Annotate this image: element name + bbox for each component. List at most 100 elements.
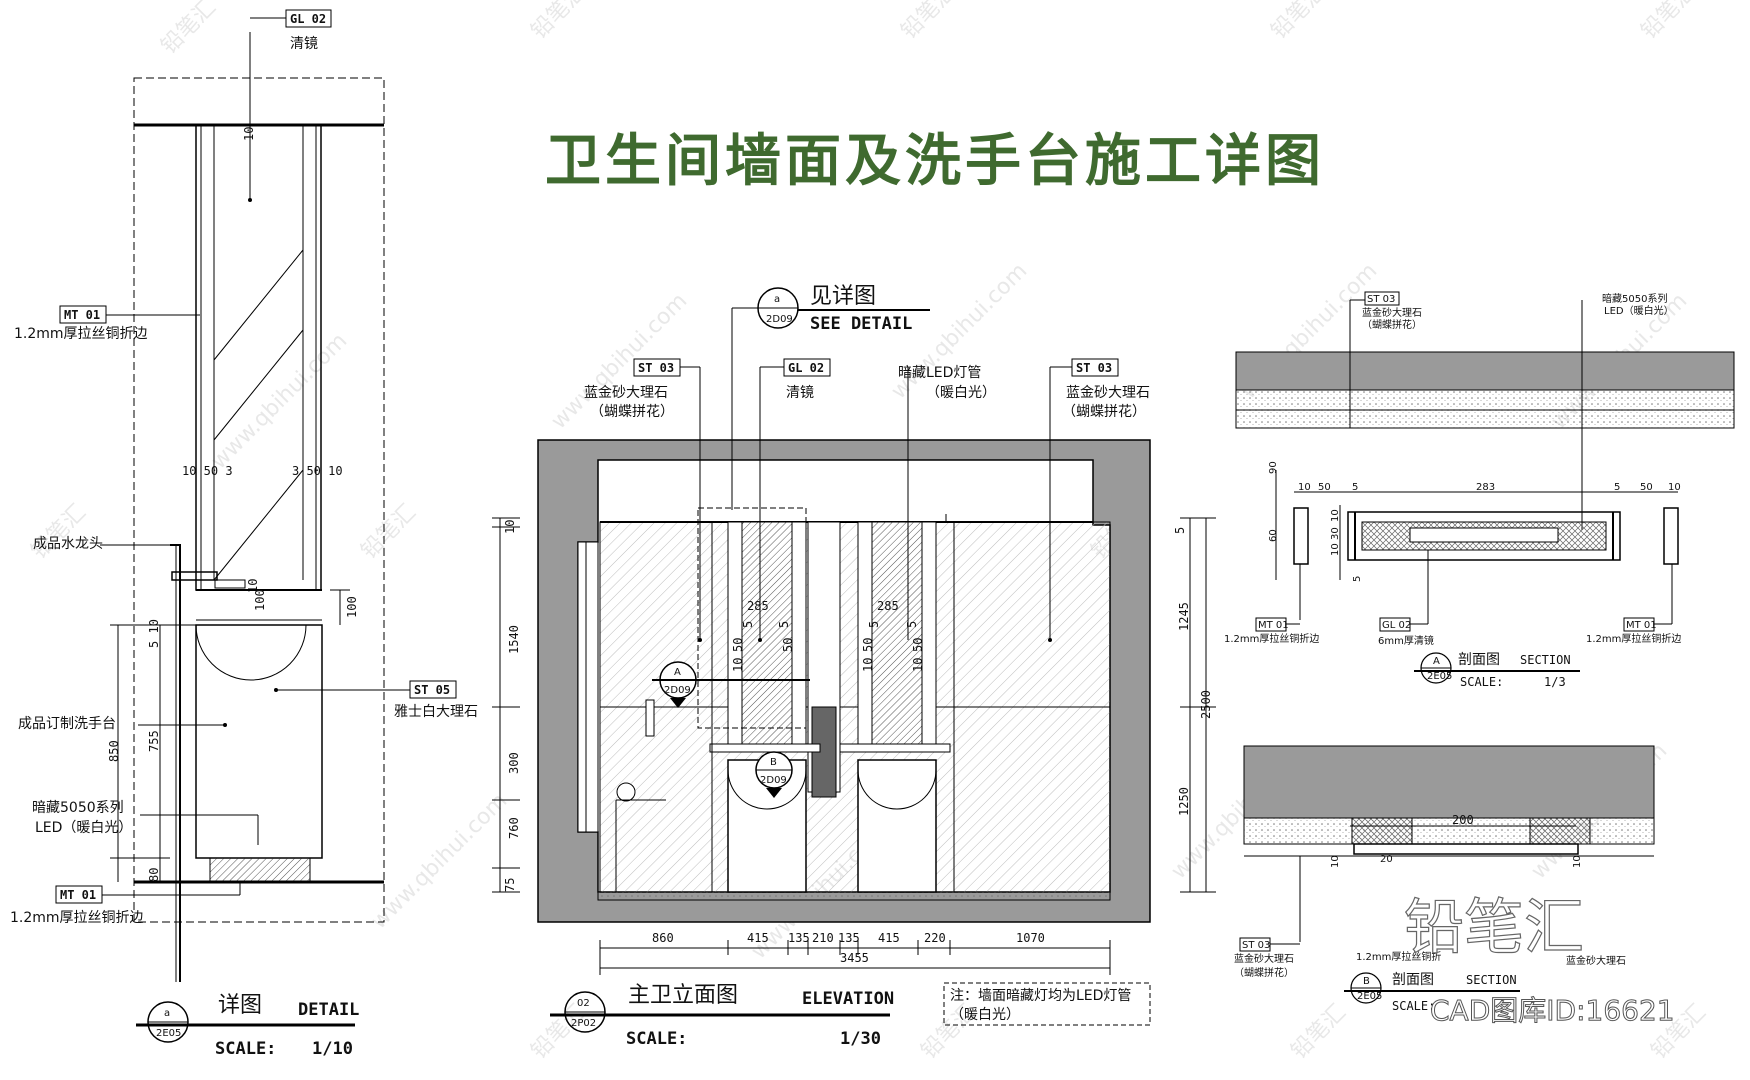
drawing-line xyxy=(171,571,218,581)
drawing-label: 80 xyxy=(147,868,161,882)
drawing-line xyxy=(616,782,636,802)
drawing-label: 50 xyxy=(1318,482,1331,493)
drawing-line xyxy=(1409,527,1559,543)
page-title: 卫生间墙面及洗手台施工详图 xyxy=(545,129,1325,194)
label-vanity: 成品订制洗手台 xyxy=(18,716,116,732)
detail-view: GL 02 清镜 10 MT 01 1.2mm厚拉丝铜折边 10 50 3 3 … xyxy=(10,9,478,1059)
drawing-line xyxy=(857,769,937,810)
detail-boundary xyxy=(133,77,385,923)
drawing-label: 75 xyxy=(503,878,517,892)
drawing-line xyxy=(670,698,686,708)
drawing-line xyxy=(195,624,307,681)
drawing-label: 10 xyxy=(1330,543,1341,556)
drawing-line xyxy=(1364,291,1400,306)
drawing-label: （蝴蝶拼花） xyxy=(1234,966,1294,979)
tag-st03-right: ST 03 xyxy=(1076,361,1112,375)
drawing-label: 蓝金砂大理石 xyxy=(584,385,668,401)
drawing-label: A xyxy=(1433,656,1440,667)
label-mirror: 清镜 xyxy=(290,36,318,52)
label-copper-bottom: 1.2mm厚拉丝铜折边 xyxy=(10,910,144,926)
label-copper-top: 1.2mm厚拉丝铜折边 xyxy=(14,326,148,342)
drawing-label: 850 xyxy=(107,740,121,762)
drawing-line xyxy=(943,982,1151,1026)
drawing-label: 1.2mm厚拉丝铜折边 xyxy=(1224,632,1319,645)
watermark-brand: 铅笔汇 xyxy=(527,0,591,44)
drawing-label: 02 xyxy=(577,998,590,1009)
drawing-label: 2E05 xyxy=(1427,671,1452,682)
drawing-label: 2E05 xyxy=(156,1028,181,1039)
drawing-label: 5 xyxy=(1614,482,1620,493)
watermark-brand: 铅笔汇 xyxy=(1287,1000,1351,1064)
drawing-line xyxy=(766,788,782,798)
drawing-label: 300 xyxy=(507,752,521,774)
drawing-label: 50 xyxy=(781,638,795,652)
drawing-label: 10 xyxy=(1572,855,1583,868)
drawing-label: 10 xyxy=(1330,855,1341,868)
elevation-caption-scale: 1/30 xyxy=(840,1029,881,1049)
drawing-line xyxy=(698,638,702,642)
drawing-line xyxy=(213,469,304,581)
drawing-label: SCALE: xyxy=(1392,999,1435,1013)
section-b-caption-cn: 剖面图 xyxy=(1392,972,1434,988)
drawing-label: ST 03 xyxy=(1367,294,1395,305)
drawing-label: SCALE: xyxy=(215,1039,276,1059)
drawing-label: 蓝金砂大理石 xyxy=(1234,952,1294,965)
drawing-label: 10 xyxy=(861,658,875,672)
drawing-label: 2D09 xyxy=(766,314,793,325)
tag-mt01-bottom: MT 01 xyxy=(60,888,96,902)
drawing-label: 220 xyxy=(924,931,946,945)
watermark-brand: 铅笔汇 xyxy=(357,500,421,564)
drawing-label: 860 xyxy=(652,931,674,945)
drawing-line xyxy=(597,891,1111,901)
drawing-label: 60 xyxy=(1268,529,1279,542)
drawing-line xyxy=(213,249,304,361)
watermark-brand: 铅笔汇 xyxy=(27,500,91,564)
drawing-label: MT 01 xyxy=(1626,620,1657,631)
drawing-line xyxy=(1351,817,1413,845)
drawing-label: 285 xyxy=(747,599,769,613)
drawing-line xyxy=(1529,817,1591,845)
drawing-line xyxy=(727,759,807,893)
drawing-label: 10 xyxy=(911,658,925,672)
mirror-frame xyxy=(195,124,322,591)
drawing-line xyxy=(1663,507,1679,565)
drawing-label: 1.2mm厚拉丝铜折 xyxy=(1356,950,1441,963)
drawing-label: 50 xyxy=(911,638,925,652)
section-a-caption-cn: 剖面图 xyxy=(1458,652,1500,668)
tag-gl02-elev: GL 02 xyxy=(788,361,824,375)
drawing-label: 5 10 xyxy=(147,619,161,648)
drawing-line xyxy=(1293,507,1309,565)
drawing-label: 5 xyxy=(741,621,755,628)
tag-st03-left: ST 03 xyxy=(638,361,674,375)
drawing-line xyxy=(209,857,311,883)
drawing-label: 135 xyxy=(788,931,810,945)
drawing-label: MT 01 xyxy=(1258,620,1289,631)
drawing-line xyxy=(409,680,457,699)
drawing-line xyxy=(857,759,937,893)
drawing-label: 5 xyxy=(1352,576,1363,582)
drawing-line xyxy=(170,544,181,982)
drawing-label: 755 xyxy=(147,730,161,752)
bottom-dimensions: 860 415 135 210 135 415 220 1070 3455 xyxy=(599,931,1111,975)
watermark: www.qbihui.com xyxy=(367,789,513,935)
drawing-label: 3455 xyxy=(840,951,869,965)
vanity-cabinet xyxy=(195,624,323,859)
drawing-line xyxy=(1353,843,1579,855)
drawing-label: 20 xyxy=(1380,854,1393,865)
drawing-line xyxy=(758,638,762,642)
drawing-label: 1540 xyxy=(507,625,521,654)
drawing-label: 暗藏LED灯管 xyxy=(898,365,981,381)
drawing-line xyxy=(1243,817,1655,845)
drawing-label: GL 02 xyxy=(1382,620,1411,631)
drawing-label: 30 xyxy=(1330,527,1341,540)
tag-st05: ST 05 xyxy=(414,683,450,697)
drawing-label: 3 50 10 xyxy=(292,464,343,478)
drawing-label: ST 03 xyxy=(1242,940,1270,951)
drawing-label: 10 50 3 xyxy=(182,464,233,478)
drawing-label: 283 xyxy=(1476,482,1495,493)
drawing-line xyxy=(697,507,807,729)
watermark: www.qbihui.com xyxy=(207,329,353,475)
drawing-label: SCALE: xyxy=(1460,675,1503,689)
drawing-label: 5 xyxy=(1173,527,1187,534)
drawing-label: （蝴蝶拼花） xyxy=(590,404,674,420)
